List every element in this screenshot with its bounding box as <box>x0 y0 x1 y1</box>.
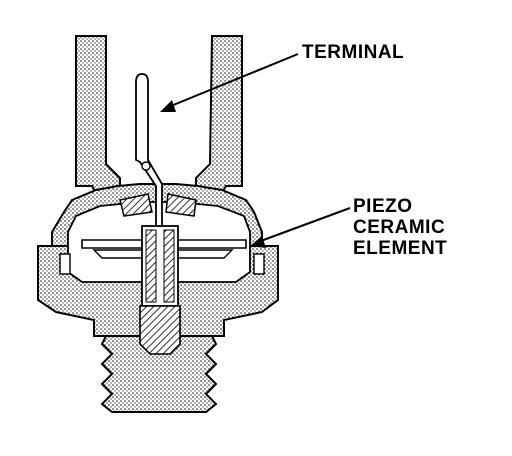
piezo-ceramic-element-label: PIEZO CERAMIC ELEMENT <box>353 196 447 259</box>
piezo-label-line-2: CERAMIC <box>353 217 446 238</box>
center-post-insulator-left <box>145 229 157 303</box>
terminal-leader-line <box>165 53 299 109</box>
piezo-label-line-3: ELEMENT <box>353 238 448 259</box>
terminal-label: TERMINAL <box>302 42 405 63</box>
terminal-seal-right <box>165 193 197 217</box>
terminal-pin-hole <box>141 161 151 171</box>
seismic-mass <box>139 305 181 355</box>
terminal-leader-arrowhead <box>160 100 176 112</box>
connector-housing-left <box>75 35 121 197</box>
piezo-label-line-1: PIEZO <box>353 196 413 217</box>
threaded-stud <box>100 335 218 413</box>
terminal-seal-left <box>119 193 153 217</box>
terminal-pin <box>135 73 163 227</box>
center-post-insulator-right <box>163 229 175 303</box>
piezo-leader-line <box>257 207 351 243</box>
mount-lug-left <box>59 253 71 275</box>
mount-lug-right <box>253 253 265 275</box>
connector-housing-right <box>195 35 243 197</box>
piezo-leader-arrowhead <box>250 236 266 248</box>
